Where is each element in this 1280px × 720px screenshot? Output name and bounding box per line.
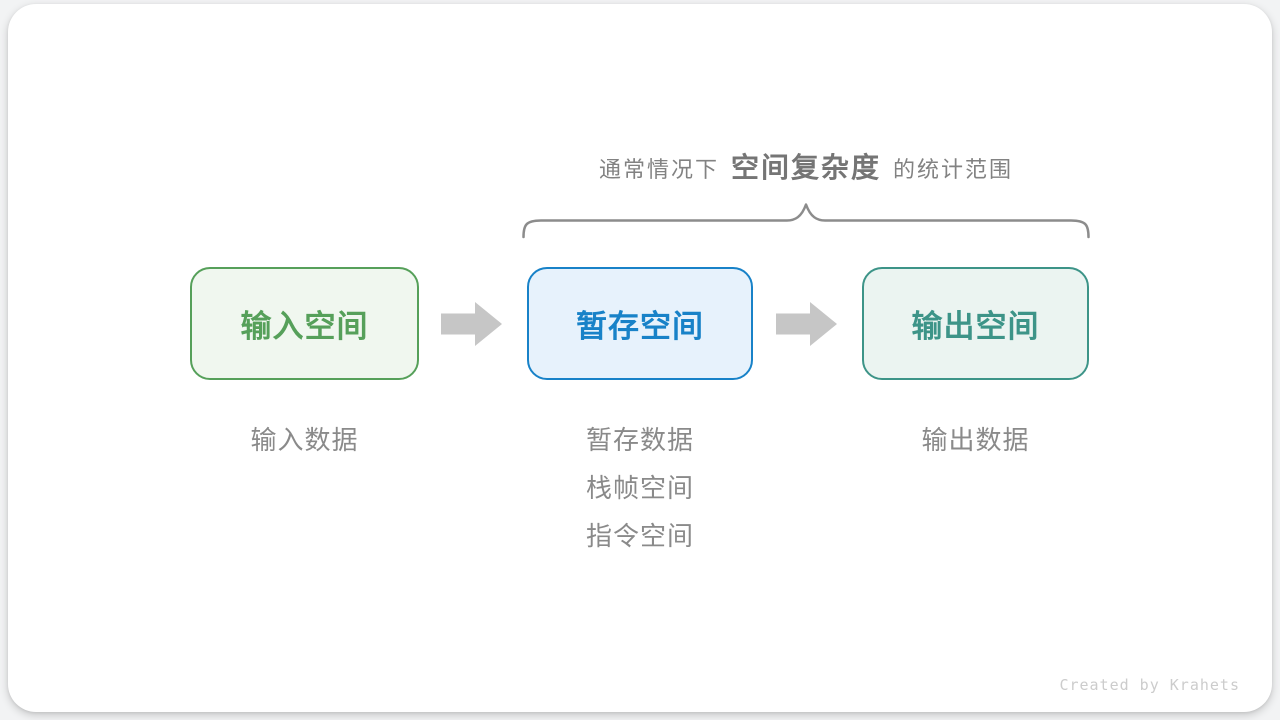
- node-temp-space: 暂存空间: [527, 267, 753, 380]
- sublabel-instruction-space: 指令空间: [585, 521, 694, 551]
- title-highlight: 空间复杂度: [730, 152, 881, 183]
- node-output-space: 输出空间: [862, 267, 1089, 380]
- sublabel-input-data: 输入数据: [250, 425, 359, 455]
- sublabel-temp-data: 暂存数据: [585, 425, 694, 455]
- sublabel-output-data: 输出数据: [921, 425, 1030, 455]
- diagram-title: 通常情况下 空间复杂度 的统计范围: [523, 146, 1089, 188]
- arrow-right-icon: [776, 302, 837, 346]
- node-output-space-label: 输出空间: [911, 309, 1040, 344]
- sublabel-stack-frame-space: 栈帧空间: [585, 473, 694, 503]
- arrow-right-shape: [776, 302, 837, 346]
- node-input-space-label: 输入空间: [240, 309, 369, 344]
- credit-text: Created by Krahets: [1059, 676, 1240, 694]
- title-prefix: 通常情况下: [598, 157, 719, 182]
- scope-brace-path: [522, 203, 1090, 239]
- sublabel-temp-list: 暂存数据 栈帧空间 指令空间: [527, 416, 753, 560]
- title-suffix: 的统计范围: [893, 157, 1014, 182]
- node-temp-space-label: 暂存空间: [576, 309, 704, 344]
- node-input-space: 输入空间: [190, 267, 419, 380]
- arrow-right-icon: [441, 302, 502, 346]
- scope-brace-icon: [522, 203, 1090, 239]
- arrow-right-shape: [441, 302, 502, 346]
